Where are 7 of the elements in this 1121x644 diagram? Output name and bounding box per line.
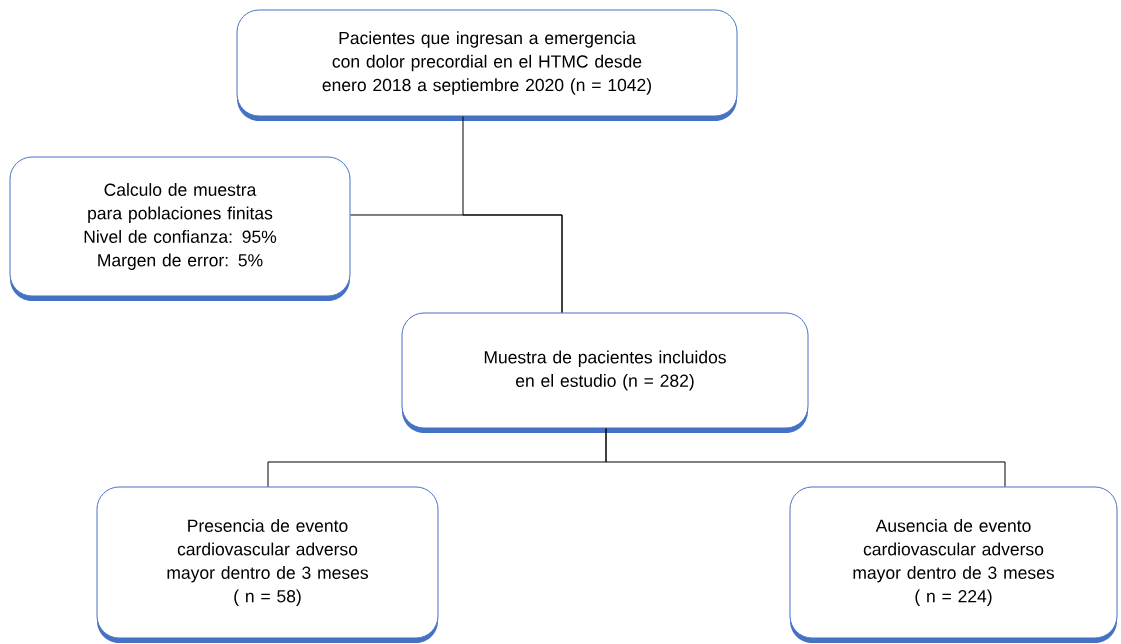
connector-line xyxy=(350,214,563,313)
process-box: Ausencia de evento cardiovascular adverso mayor dentro de 3 meses ( n = 224) xyxy=(789,486,1118,643)
process-box: Pacientes que ingresan a emergencia con dolor precordial en el HTMC desde enero 2018 a septiembre 2020 (n = 1042) xyxy=(236,9,738,121)
process-box: Calculo de muestra para poblaciones finitas Nivel de confianza: 95% Margen de error: 5% xyxy=(9,156,351,301)
connector-line xyxy=(605,428,1006,487)
process-box: Presencia de evento cardiovascular adverso mayor dentro de 3 meses ( n = 58) xyxy=(96,486,439,643)
process-box: Muestra de pacientes incluidos en el estudio (n = 282) xyxy=(401,312,809,433)
